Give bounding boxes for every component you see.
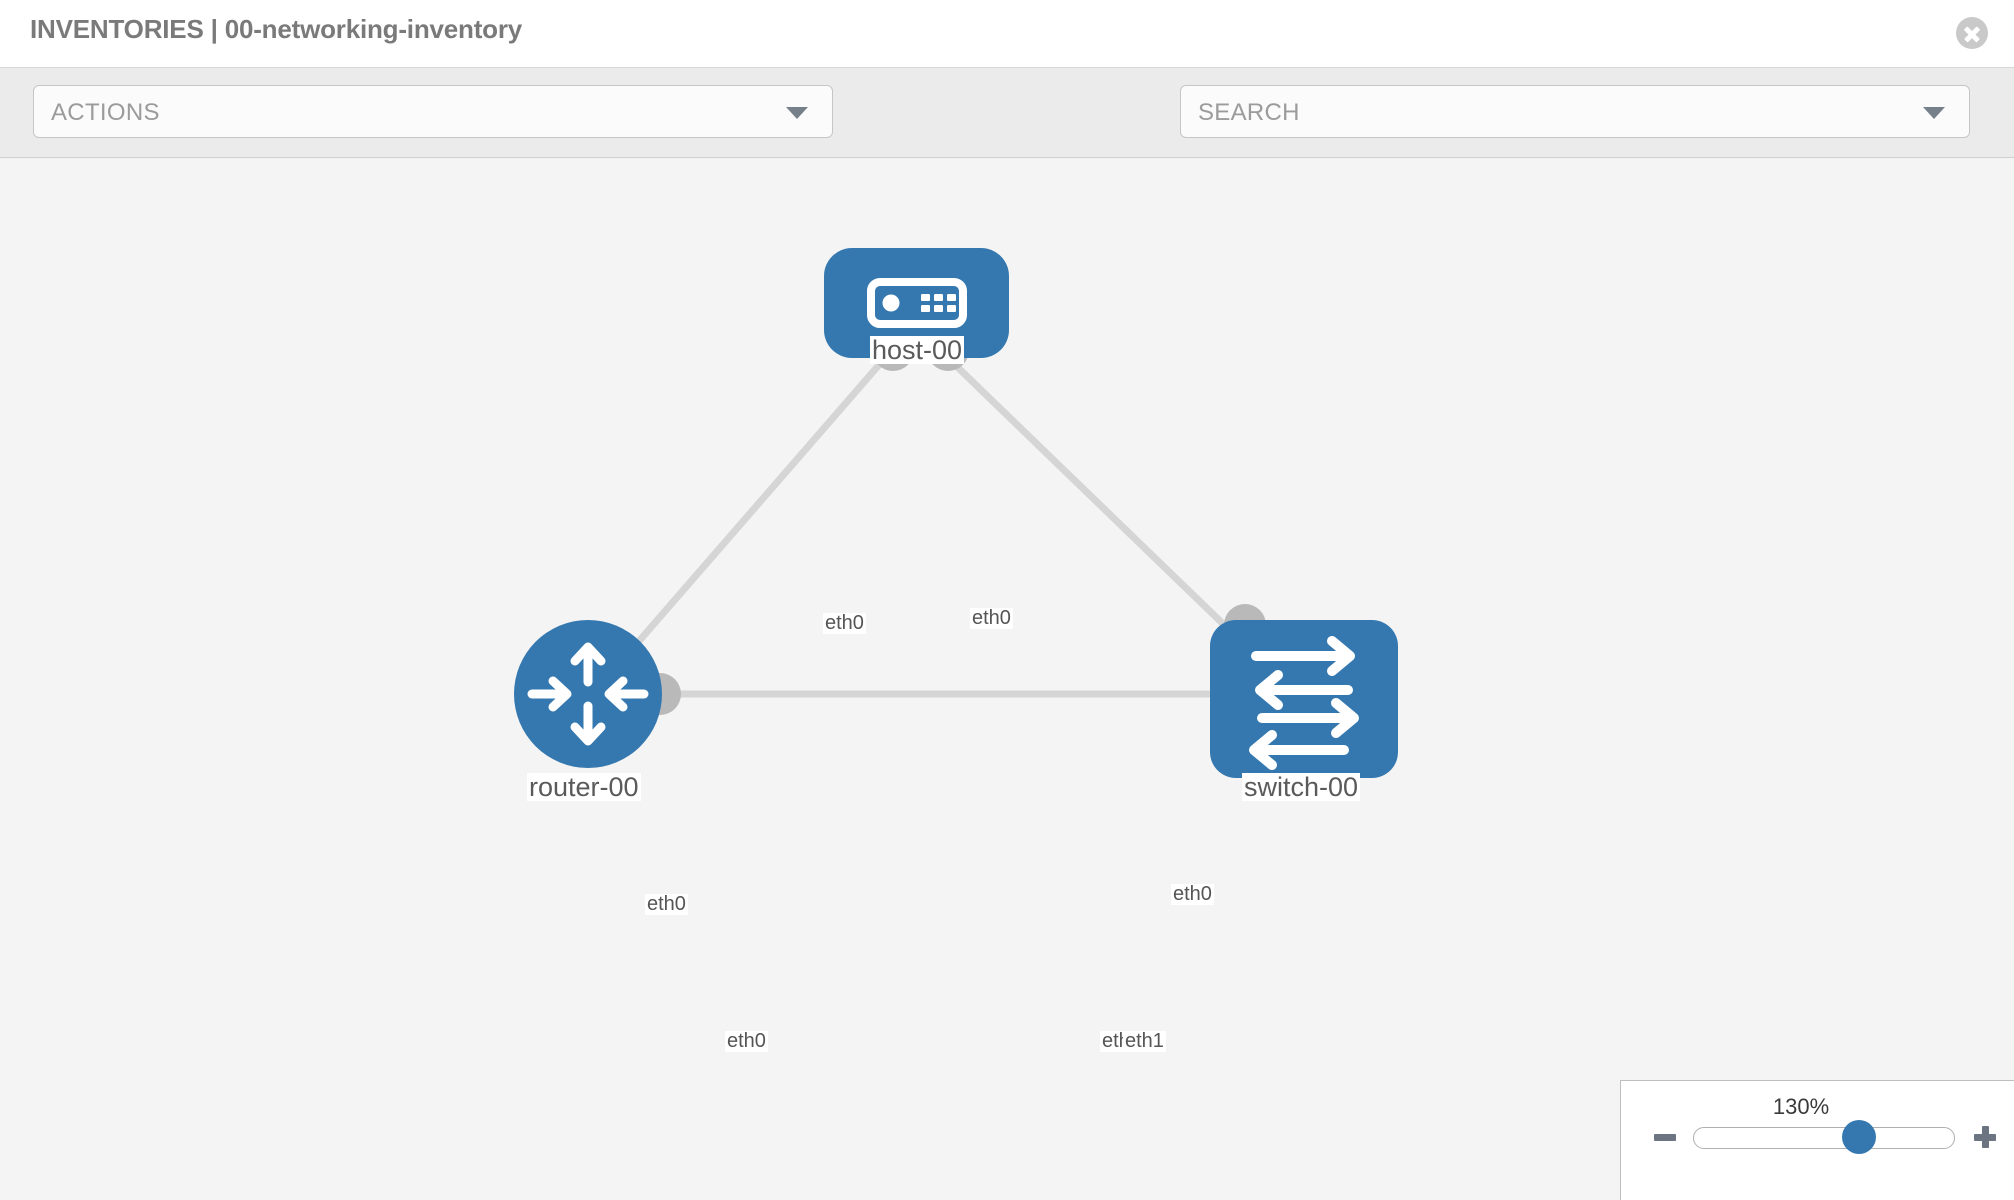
port-label-switch00-uplink-eth0: eth0: [1171, 883, 1214, 905]
port-label-router00-uplink-eth0: eth0: [645, 893, 688, 915]
plus-icon-vertical: [1981, 1126, 1989, 1148]
zoom-slider[interactable]: [1693, 1120, 1955, 1154]
link-host00-router00[interactable]: [617, 355, 888, 666]
link-group: [617, 355, 1251, 698]
node-switch-00[interactable]: [1210, 620, 1398, 778]
page-title: INVENTORIES | 00-networking-inventory: [30, 14, 523, 44]
link-host00-switch00[interactable]: [945, 355, 1251, 651]
zoom-level-label: 130%: [1772, 1094, 1830, 1119]
topology-graph: [514, 248, 1398, 778]
node-router-00[interactable]: [514, 620, 662, 768]
actions-dropdown[interactable]: ACTIONS: [33, 85, 833, 138]
node-label-switch-00: switch-00: [1242, 772, 1361, 802]
node-label-router-00: router-00: [527, 772, 641, 802]
zoom-control-panel: 130%: [1620, 1080, 2014, 1200]
zoom-in-button[interactable]: [1970, 1122, 2000, 1152]
zoom-out-button[interactable]: [1654, 1134, 1676, 1141]
port-stub-group: [639, 329, 1266, 715]
zoom-slider-handle[interactable]: [1842, 1120, 1876, 1154]
port-label-router00-eth0: eth0: [725, 1030, 768, 1052]
page-header: INVENTORIES | 00-networking-inventory: [0, 0, 2014, 68]
search-input-value: SEARCH: [1198, 99, 1300, 126]
chevron-down-icon: [786, 107, 808, 119]
topology-canvas[interactable]: host-00 router-00 switch-00 eth0 eth0 et…: [0, 158, 2014, 1200]
node-host-00[interactable]: [824, 248, 1009, 358]
close-icon[interactable]: [1956, 17, 1988, 49]
search-input[interactable]: SEARCH: [1180, 85, 1970, 138]
actions-dropdown-label: ACTIONS: [51, 99, 160, 126]
node-label-host-00: host-00: [870, 335, 965, 365]
port-label-host00-eth0-left: eth0: [823, 612, 866, 634]
port-label-host00-eth0-right: eth0: [970, 607, 1013, 629]
port-label-switch00-eth1: eth1: [1123, 1030, 1166, 1052]
chevron-down-icon: [1923, 107, 1945, 119]
toolbar: ACTIONS SEARCH: [0, 68, 2014, 201]
